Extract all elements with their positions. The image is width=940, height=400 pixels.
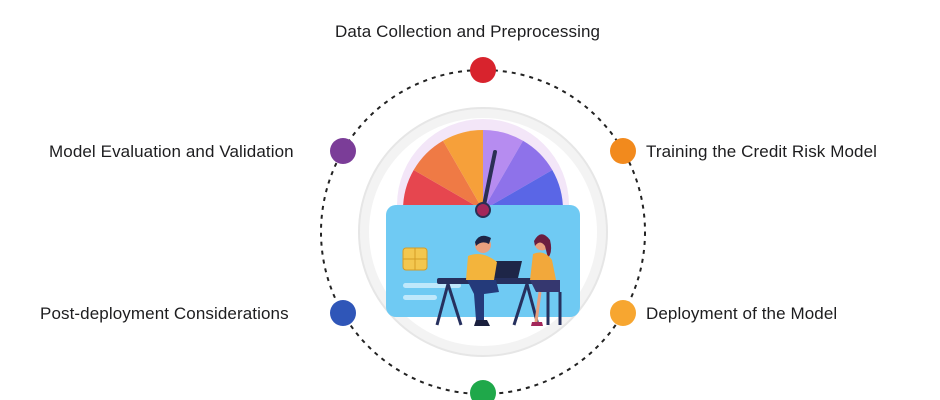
gauge-segment <box>483 140 553 210</box>
stage-node-bottom <box>470 380 496 400</box>
gauge-segment <box>483 170 563 210</box>
gauge-segment <box>483 130 523 210</box>
stage-label-data-collection: Data Collection and Preprocessing <box>335 22 601 41</box>
stage-label-post-deployment: Post-deployment Considerations <box>40 304 289 323</box>
man-figure <box>466 235 499 326</box>
stage-node-lower-left <box>330 300 356 326</box>
gauge-segment <box>403 170 483 210</box>
credit-score-illustration <box>386 119 580 326</box>
woman-figure <box>530 234 562 326</box>
gauge-needle <box>481 150 497 212</box>
gauge-segment <box>443 130 483 210</box>
credit-score-gauge <box>403 130 563 210</box>
stage-node-lower-right <box>610 300 636 326</box>
gauge-pivot <box>475 202 491 218</box>
stage-label-evaluation: Model Evaluation and Validation <box>49 142 294 161</box>
stage-node-upper-right <box>610 138 636 164</box>
stage-node-top <box>470 57 496 83</box>
stage-label-deployment: Deployment of the Model <box>646 304 838 323</box>
laptop <box>492 261 522 278</box>
stage-node-upper-left <box>330 138 356 164</box>
stage-nodes <box>330 57 636 400</box>
stage-label-training: Training the Credit Risk Model <box>646 142 878 161</box>
gauge-segment <box>413 140 483 210</box>
